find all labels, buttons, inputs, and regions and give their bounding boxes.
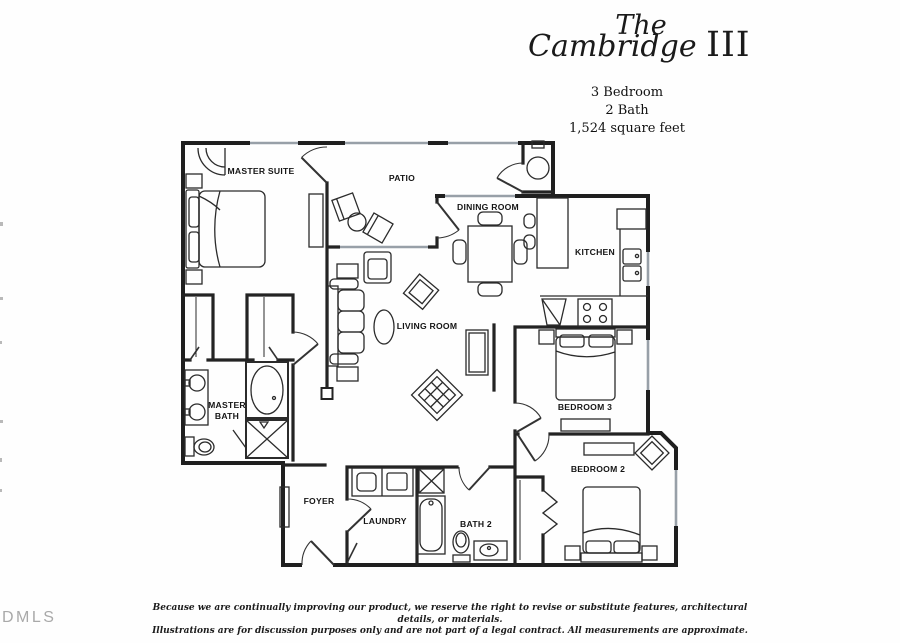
kitchen-counter [540, 229, 648, 297]
kitchen-sink [622, 248, 642, 282]
room-label-bedroom3: BEDROOM 3 [558, 402, 612, 412]
outer-walls [181, 141, 678, 567]
plan-title-block: The Cambridge III [528, 10, 750, 65]
master-nightstands [185, 173, 203, 285]
plan-title-main: Cambridge III [528, 25, 750, 65]
plan-title-the: The [615, 10, 667, 41]
disclaimer: Because we are continually improving our… [140, 603, 760, 638]
foyer-closet-door [346, 542, 358, 564]
bedroom3-door [514, 402, 542, 434]
wall-end-cap [320, 387, 334, 400]
room-label-living-room: LIVING ROOM [397, 321, 458, 331]
dining-patio-door [436, 201, 460, 239]
spec-square-feet: 1,524 square feet [569, 121, 685, 136]
interior-wall-path [181, 141, 650, 567]
closet-rods [195, 297, 265, 357]
bedroom2-bed [580, 486, 643, 563]
disclaimer-line-1: Because we are continually improving our… [152, 603, 748, 625]
bedroom3-dresser [560, 418, 611, 432]
patio-chair-1 [331, 192, 361, 222]
room-label-laundry: LAUNDRY [363, 516, 406, 526]
laundry-door [346, 498, 372, 533]
washer-dryer [351, 467, 414, 497]
hall-console [465, 329, 489, 376]
bedroom2-nightstands [564, 545, 658, 561]
shower [232, 419, 289, 459]
garden-tub [245, 361, 289, 419]
doors [189, 146, 550, 566]
window-glass-lines [250, 141, 678, 526]
bedroom2-door [517, 434, 550, 462]
breakfast-bar [536, 197, 569, 269]
spec-bedrooms: 3 Bedroom [590, 85, 664, 100]
stove [577, 298, 613, 327]
room-labels: MASTER SUITE PATIO DINING ROOM KITCHEN L… [208, 166, 625, 529]
plan-specs: 3 Bedroom 2 Bath 1,524 square feet [528, 84, 726, 138]
corner-fan-icon [197, 147, 226, 176]
bath2-toilet [452, 530, 471, 563]
refrigerator [616, 208, 647, 230]
spec-baths: 2 Bath [605, 103, 649, 118]
outer-wall-path [181, 141, 678, 567]
bar-stools [523, 213, 536, 250]
double-vanity [184, 369, 209, 426]
dishwasher [541, 298, 567, 326]
bedroom2-dresser [583, 442, 635, 456]
accent-chair [402, 273, 440, 311]
furniture [184, 140, 670, 563]
bath2-sink [473, 540, 508, 561]
dining-table [467, 225, 513, 283]
interior-walls [181, 141, 650, 567]
bath2-door [458, 466, 491, 491]
room-label-bedroom2: BEDROOM 2 [571, 464, 625, 474]
room-label-foyer: FOYER [304, 496, 335, 506]
master-bed [185, 189, 266, 269]
bedroom3-bed [555, 328, 616, 401]
room-label-master-bath-2: BATH [215, 411, 239, 421]
disclaimer-line-2: Illustrations are for discussion purpose… [152, 626, 748, 636]
room-label-master-bath-1: MASTER [208, 400, 246, 410]
linen-cabinet [418, 468, 445, 494]
armchair [363, 251, 392, 284]
room-label-bath2: BATH 2 [460, 519, 492, 529]
master-closet-doors [189, 346, 279, 361]
bedroom3-nightstands [538, 329, 633, 345]
scan-artifacts [0, 222, 3, 492]
bedroom2-closet-bifold [519, 480, 559, 560]
patio-chair-2 [362, 212, 394, 244]
plan-title-name: Cambridge [528, 29, 697, 64]
water-heater [526, 140, 550, 180]
master-suite-door [300, 146, 328, 184]
watermark-dmls: DMLS [2, 609, 57, 626]
patio-table [347, 212, 367, 232]
plan-title-suffix: III [706, 25, 751, 65]
room-label-dining-room: DINING ROOM [457, 202, 519, 212]
room-label-patio: PATIO [389, 173, 415, 183]
patio-storage-door [496, 162, 524, 193]
room-label-master-suite: MASTER SUITE [228, 166, 295, 176]
entry-door [301, 540, 335, 566]
master-toilet [184, 436, 215, 457]
bath2-tub [416, 495, 446, 555]
bedroom2-chair [634, 435, 670, 471]
end-tables [336, 263, 359, 382]
foyer-shelf [279, 486, 290, 528]
sofa [327, 278, 365, 367]
fireplace [410, 368, 464, 422]
windows [250, 140, 679, 526]
dining-chairs [452, 211, 528, 297]
room-label-kitchen: KITCHEN [575, 247, 615, 257]
coffee-table [373, 309, 395, 345]
master-bath-door [292, 331, 319, 366]
master-dresser [308, 193, 324, 248]
